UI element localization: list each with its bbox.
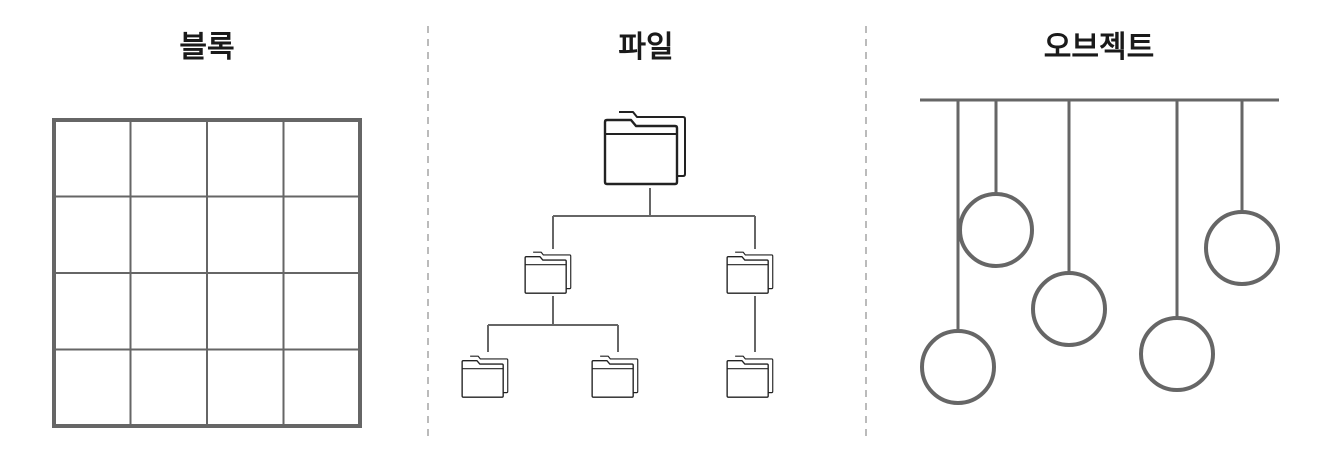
object-circle (1139, 316, 1215, 392)
folder-icon (726, 251, 774, 294)
folder-icon (603, 110, 687, 186)
file-tree-connectors (487, 188, 756, 352)
file-title: 파일 (618, 30, 673, 65)
folder-icon (591, 355, 639, 398)
block-grid (52, 118, 362, 428)
object-circle (1204, 210, 1280, 286)
file-tree (461, 110, 774, 398)
block-title: 블록 (179, 30, 234, 65)
object-circle (958, 192, 1034, 268)
folder-icon (461, 355, 509, 398)
folder-icon (524, 251, 572, 294)
object-store (920, 98, 1280, 405)
object-circle (920, 329, 996, 405)
object-title: 오브젝트 (1044, 30, 1154, 65)
folder-icon (726, 355, 774, 398)
object-circle (1031, 271, 1107, 347)
